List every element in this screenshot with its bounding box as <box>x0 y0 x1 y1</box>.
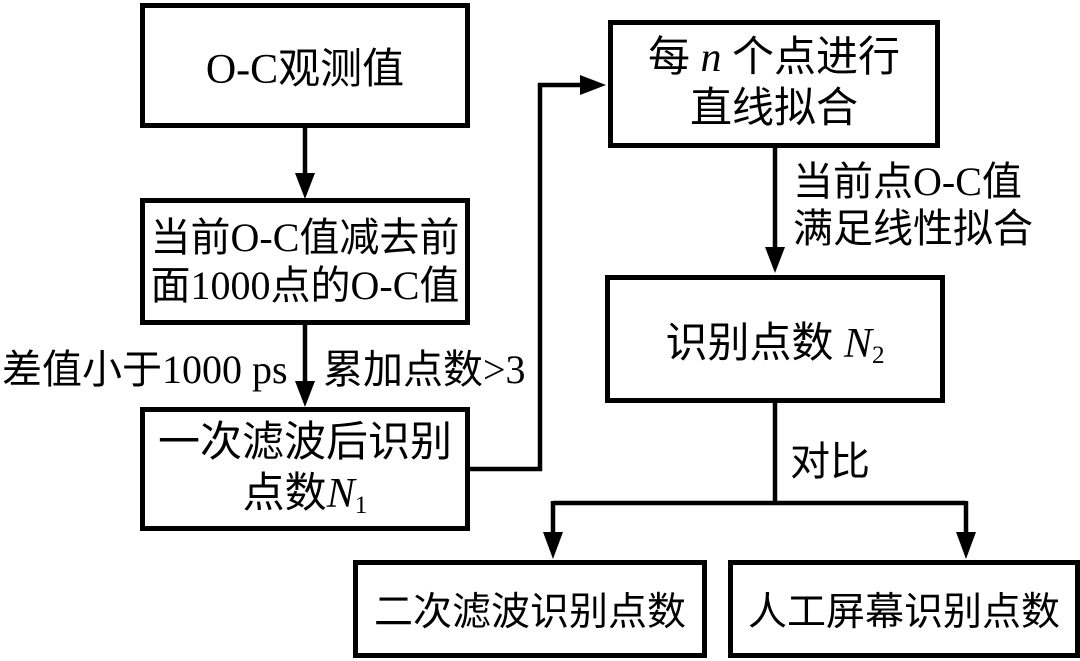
arrowhead-down-icon <box>295 381 315 407</box>
node-first-filter-count-label: 一次滤波后识别点数N1 <box>157 419 452 520</box>
node-second-filter-count: 二次滤波识别点数 <box>353 560 707 658</box>
edge-label-difference-condition: 差值小于1000 ps <box>2 347 288 392</box>
node-subtract-previous: 当前O-C值减去前面1000点的O-C值 <box>140 198 470 325</box>
subscript-2: 2 <box>871 341 885 369</box>
node-line-fitting-label: 每 n 个点进行直线拟合 <box>647 34 901 132</box>
node-identified-count-n2: 识别点数 N2 <box>605 275 945 403</box>
node-subtract-previous-label: 当前O-C值减去前面1000点的O-C值 <box>150 214 460 308</box>
subscript-1: 1 <box>354 492 368 520</box>
node-first-filter-count: 一次滤波后识别点数N1 <box>140 407 470 531</box>
connector-compare-split <box>550 401 969 535</box>
variable-n1: N <box>326 471 355 517</box>
node-oc-observations: O-C观测值 <box>140 3 470 128</box>
node-manual-screen-count: 人工屏幕识别点数 <box>728 560 1080 658</box>
node-oc-observations-label: O-C观测值 <box>205 47 405 93</box>
connector-filter1-to-linefit <box>470 82 583 472</box>
edge-label-fit-condition: 当前点O-C值满足线性拟合 <box>793 159 1033 251</box>
variable-n: n <box>700 34 722 81</box>
edge-label-accumulated-points: 累加点数>3 <box>323 347 526 392</box>
node-line-fitting: 每 n 个点进行直线拟合 <box>608 20 940 148</box>
node-manual-screen-count-label: 人工屏幕识别点数 <box>747 591 1060 634</box>
arrowhead-right-icon <box>580 75 606 95</box>
node-second-filter-count-label: 二次滤波识别点数 <box>373 591 686 634</box>
arrowhead-down-icon <box>956 532 976 559</box>
arrowhead-down-icon <box>765 247 785 273</box>
variable-n2: N <box>843 320 872 367</box>
node-identified-count-n2-label: 识别点数 N2 <box>665 320 885 369</box>
arrowhead-down-icon <box>295 173 315 199</box>
edge-label-compare: 对比 <box>790 439 870 484</box>
arrowhead-down-icon <box>543 532 563 559</box>
